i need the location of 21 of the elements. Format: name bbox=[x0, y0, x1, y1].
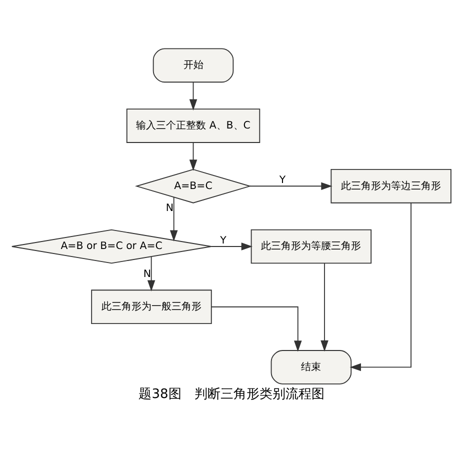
arrow bbox=[147, 256, 156, 291]
node-box: 此三角形为等腰三角形 bbox=[250, 228, 372, 264]
edge-label: N bbox=[143, 268, 151, 280]
arrow bbox=[170, 196, 178, 241]
arrow bbox=[249, 182, 332, 190]
edge-label: Y bbox=[220, 235, 226, 246]
edge-label: Y bbox=[279, 174, 286, 186]
node-diamond: A=B=C bbox=[134, 168, 252, 203]
caption: 题38图 判断三角形类别流程图 bbox=[138, 386, 324, 402]
arrow bbox=[320, 262, 328, 352]
arrow bbox=[189, 142, 198, 170]
arrow bbox=[211, 306, 302, 352]
node-box: 此三角形为一般三角形 bbox=[91, 289, 212, 324]
arrow bbox=[189, 81, 198, 110]
node-box: 结束 bbox=[270, 350, 352, 384]
arrow bbox=[210, 242, 252, 250]
arrow bbox=[350, 202, 412, 371]
node-box: 开始 bbox=[152, 48, 234, 82]
node-box: 输入三个正整数 A、B、C bbox=[126, 108, 260, 142]
edge-label: N bbox=[166, 202, 174, 214]
node-box: 此三角形为等边三角形 bbox=[330, 168, 452, 203]
